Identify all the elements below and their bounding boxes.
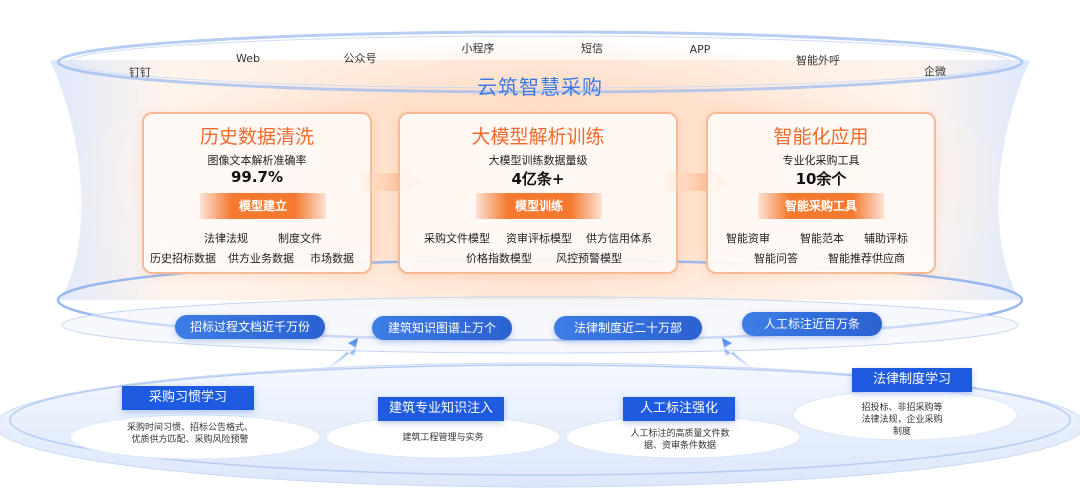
card-item: 市场数据: [310, 252, 354, 265]
card-item: 历史招标数据: [150, 252, 216, 265]
desc-line: 人工标注的高质量文件数: [630, 429, 730, 439]
card-intelligent-application: 智能化应用 专业化采购工具 10余个 智能采购工具 智能资审 智能范本 辅助评标…: [706, 112, 936, 274]
card-number: 10余个: [795, 170, 847, 188]
desc-line: 制度: [892, 427, 911, 437]
stat-pill: 建筑知识图谱上万个: [372, 316, 512, 340]
card-item: 智能推荐供应商: [828, 252, 905, 265]
card-bar: 模型建立: [200, 193, 326, 219]
card-item: 制度文件: [278, 232, 322, 245]
channel-dingtalk: 钉钉: [129, 66, 151, 79]
desc-manual-annotation: 人工标注的高质量文件数 据、资审条件数据: [600, 428, 760, 452]
channel-sms: 短信: [581, 42, 603, 55]
channel-mini-program: 小程序: [461, 42, 495, 55]
platform-title: 云筑智慧采购: [477, 75, 603, 99]
stat-pill: 人工标注近百万条: [742, 312, 882, 336]
card-number: 4亿条+: [511, 170, 565, 188]
card-item: 供方业务数据: [228, 252, 294, 265]
card-bar: 智能采购工具: [758, 193, 884, 219]
desc-line: 建筑工程管理与实务: [402, 433, 484, 443]
card-item: 智能范本: [800, 232, 844, 245]
card-title: 智能化应用: [773, 126, 869, 148]
channel-app: APP: [689, 43, 711, 56]
channel-official-account: 公众号: [343, 52, 377, 65]
desc-line: 招投标、非招采购等: [861, 403, 943, 413]
stat-pill: 招标过程文档近千万份: [175, 315, 325, 339]
desc-line: 优质供方匹配、采购风险预警: [131, 435, 249, 445]
label-procurement-habit: 采购习惯学习: [122, 386, 254, 410]
card-subtitle: 大模型训练数据量级: [488, 154, 588, 167]
card-model-training: 大模型解析训练 大模型训练数据量级 4亿条+ 模型训练 采购文件模型 资审评标模…: [398, 112, 678, 274]
card-title: 历史数据清洗: [199, 126, 314, 148]
channel-web: Web: [236, 52, 260, 65]
card-item: 供方信用体系: [586, 232, 652, 245]
stat-pill: 法律制度近二十万部: [554, 316, 702, 340]
card-item: 辅助评标: [864, 232, 908, 245]
card-bar: 模型训练: [476, 193, 602, 219]
desc-procurement-habit: 采购时间习惯、招标公告格式、 优质供方匹配、采购风险预警: [80, 422, 300, 446]
card-data-cleaning: 历史数据清洗 图像文本解析准确率 99.7% 模型建立 法律法规 制度文件 历史…: [142, 112, 372, 274]
desc-construction-knowledge: 建筑工程管理与实务: [363, 432, 523, 444]
channel-wecom: 企微: [924, 65, 946, 78]
card-item: 价格指数模型: [466, 252, 532, 265]
card-item: 资审评标模型: [506, 232, 572, 245]
card-item: 智能问答: [754, 252, 798, 265]
label-manual-annotation: 人工标注强化: [623, 397, 735, 421]
label-construction-knowledge: 建筑专业知识注入: [378, 397, 504, 421]
channel-smart-call: 智能外呼: [796, 54, 840, 67]
card-item: 风控预警模型: [556, 252, 622, 265]
desc-line: 法律法规，企业采购: [861, 415, 943, 425]
card-subtitle: 专业化采购工具: [782, 154, 860, 167]
card-item: 法律法规: [204, 232, 248, 245]
card-item: 智能资审: [726, 232, 770, 245]
card-item: 采购文件模型: [424, 232, 490, 245]
card-number: 99.7%: [230, 168, 284, 186]
card-subtitle: 图像文本解析准确率: [207, 154, 307, 167]
desc-line: 采购时间习惯、招标公告格式、: [126, 423, 253, 433]
card-title: 大模型解析训练: [471, 126, 605, 148]
label-legal-learning: 法律制度学习: [852, 368, 972, 392]
desc-line: 据、资审条件数据: [643, 441, 716, 451]
desc-legal-learning: 招投标、非招采购等 法律法规，企业采购 制度: [842, 402, 962, 438]
